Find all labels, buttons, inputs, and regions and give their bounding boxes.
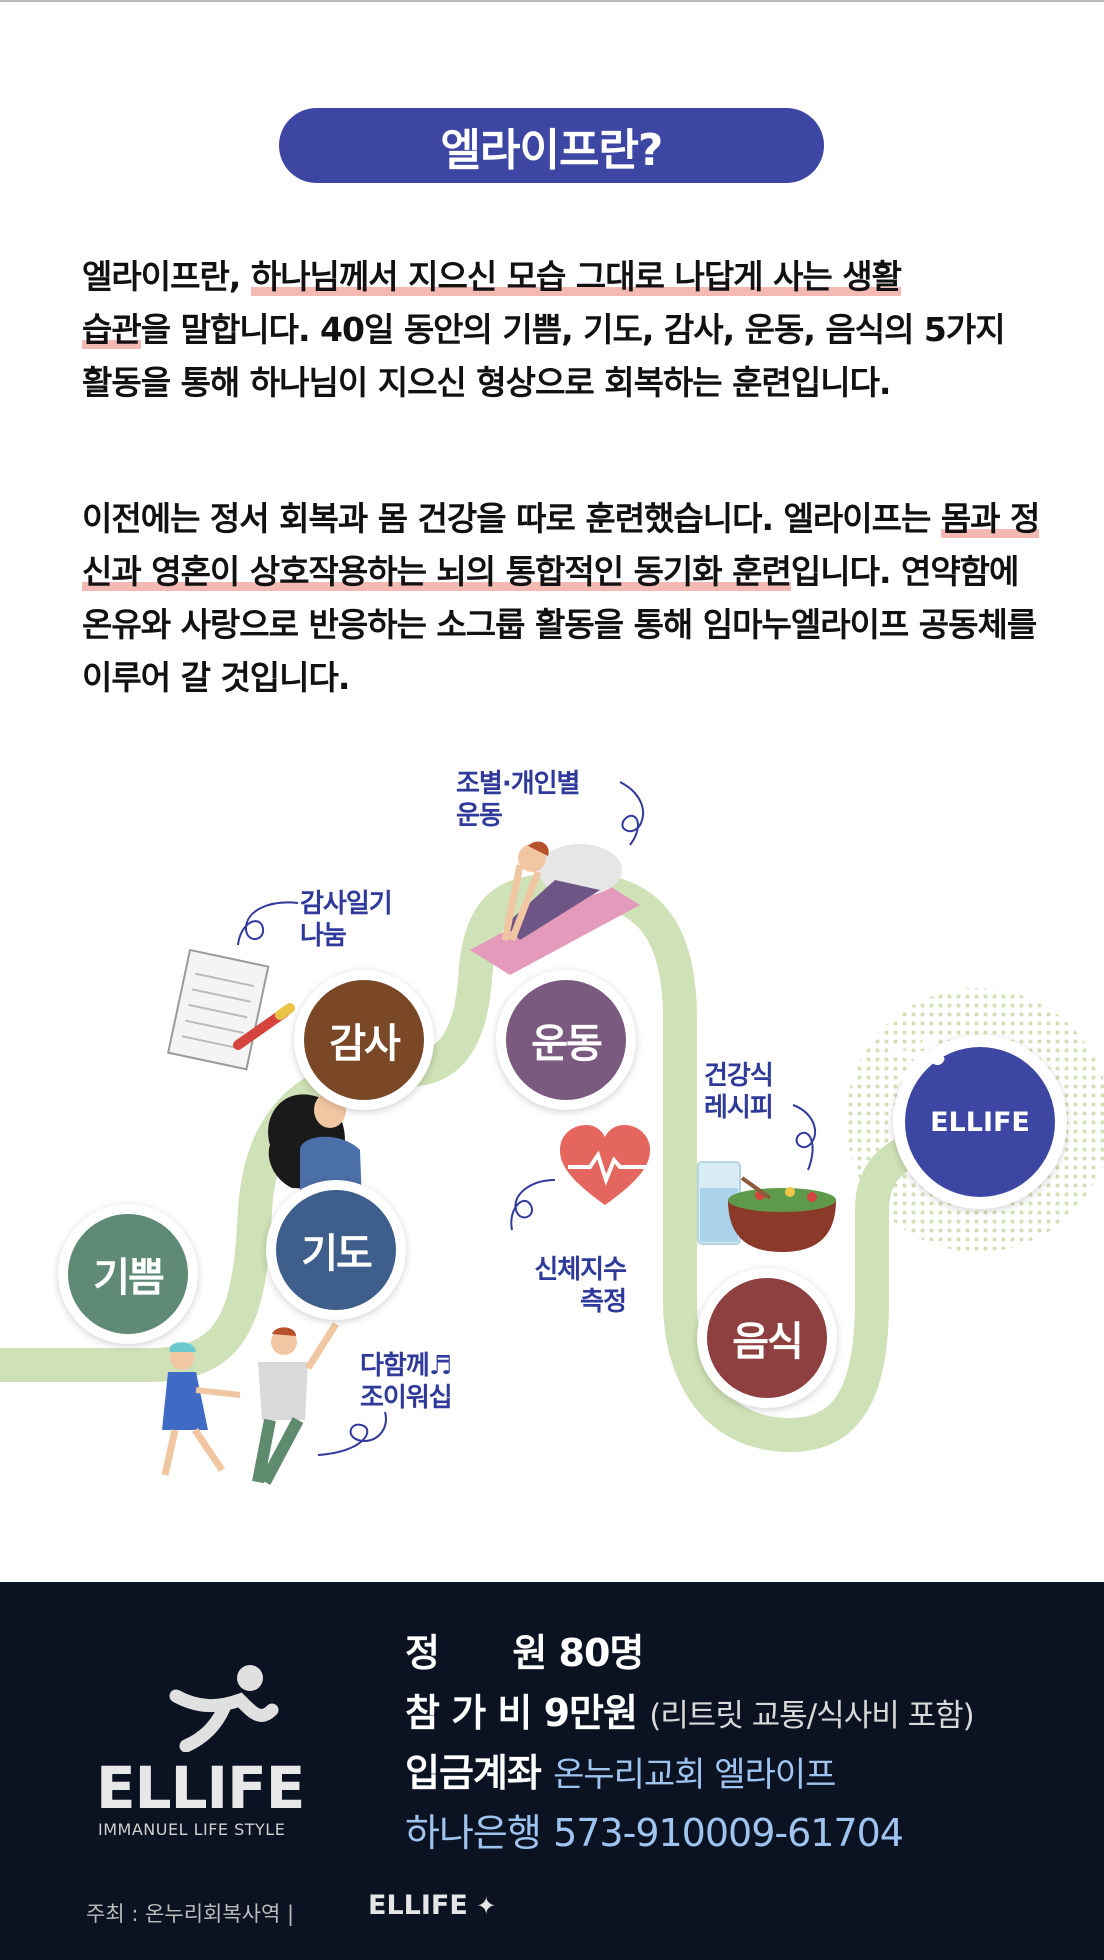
step-prayer: 기도: [266, 1180, 406, 1320]
arrow-icon: [510, 1179, 556, 1231]
host-logo-word: ELLIFE: [368, 1890, 468, 1921]
fee-note: (리트릿 교통/식사비 포함): [649, 1698, 975, 1734]
bank-name: 하나은행: [405, 1811, 542, 1855]
ellife-badge: ELLIFE: [893, 1035, 1067, 1209]
ellife-logo-tagline: IMMANUEL LIFE STYLE: [98, 1820, 286, 1839]
account-number: 573-910009-61704: [553, 1811, 904, 1855]
salad-bowl-icon: [728, 1176, 836, 1252]
arrow-icon: [237, 901, 299, 946]
annotation-line: 조별·개인별: [456, 769, 580, 799]
account-row: 입금계좌 온누리교회 엘라이프: [405, 1742, 836, 1797]
dancing-couple-icon: [161, 1322, 339, 1485]
annotation-line: 측정: [580, 1287, 627, 1317]
capacity-value: 80명: [558, 1631, 645, 1675]
intro-paragraph-2: 이전에는 정서 회복과 몸 건강을 따로 훈련했습니다. 엘라이프는 몸과 정신…: [82, 492, 1042, 704]
intro-text: 입니다. 연약함에 온유와 사랑으로 반응하는 소그룹 활동을 통해 임마누엘라…: [82, 552, 1037, 697]
step-joy-label: 기쁨: [68, 1214, 188, 1334]
runner-icon: ✦: [467, 1892, 497, 1920]
intro-highlight: 하나님께서 지으신 모습 그대로 나답게 사는 생활: [250, 257, 902, 296]
intro-text: 이전에는 정서 회복과 몸 건강을 따로 훈련했습니다. 엘라이프는: [82, 499, 941, 538]
info-footer: ELLIFE IMMANUEL LIFE STYLE 정 원 80명 참 가 비…: [0, 1582, 1104, 1960]
ellife-runner-icon: [893, 1036, 945, 1081]
step-food: 음식: [697, 1268, 837, 1408]
account-holder: 온누리교회 엘라이프: [553, 1755, 836, 1795]
pencil-icon: [233, 1003, 295, 1050]
intro-text: 을 말합니다. 40일 동안의 기쁨, 기도, 감사, 운동, 음식의 5가지 …: [82, 310, 1006, 402]
step-thanks: 감사: [294, 970, 434, 1110]
step-food-label: 음식: [707, 1278, 827, 1398]
ellife-logo-runner-icon: [169, 1665, 279, 1752]
annotation-line: 다함께♬: [360, 1351, 452, 1381]
fee-value: 9만원: [543, 1691, 638, 1735]
top-divider: [0, 0, 1104, 2]
notebook-icon: [166, 948, 270, 1071]
account-label: 입금계좌: [405, 1751, 542, 1795]
annotation-line: 신체지수: [534, 1255, 627, 1285]
bank-row: 하나은행 573-910009-61704: [405, 1802, 904, 1857]
arrow-icon: [619, 781, 645, 846]
annotation-recipe: 건강식 레시피: [704, 1060, 774, 1124]
ellife-badge-text: ELLIFE: [930, 1106, 1030, 1138]
annotation-diary: 감사일기 나눔: [300, 888, 393, 952]
fee-label: 참 가 비: [405, 1691, 532, 1735]
annotation-body-index: 신체지수 측정: [514, 1254, 627, 1318]
arrow-icon: [792, 1104, 817, 1171]
intro-text: 엘라이프란,: [82, 257, 251, 296]
annotation-line: 나눔: [300, 921, 347, 951]
step-thanks-label: 감사: [304, 980, 424, 1100]
step-joy: 기쁨: [58, 1204, 198, 1344]
capacity-label: 정 원: [405, 1631, 547, 1675]
annotation-line: 건강식: [704, 1061, 774, 1091]
annotation-line: 레시피: [704, 1093, 774, 1123]
activity-illustration: 기쁨 기도 감사 운동 음식 ELLIFE 다함께♬ 조이워십 감사일기 나눔 …: [0, 740, 1104, 1520]
annotation-joy-worship: 다함께♬ 조이워십: [360, 1350, 453, 1414]
host-credit: 주최 : 온누리회복사역 |: [86, 1902, 295, 1926]
arrow-icon: [317, 1411, 387, 1456]
host-logo: ELLIFE ✦: [368, 1890, 496, 1921]
annotation-line: 조이워십: [360, 1383, 453, 1413]
ellife-badge-inner: ELLIFE: [893, 1036, 1055, 1197]
step-prayer-label: 기도: [276, 1190, 396, 1310]
annotation-line: 감사일기: [300, 889, 393, 919]
fee-row: 참 가 비 9만원 (리트릿 교통/식사비 포함): [405, 1682, 975, 1737]
exercise-person-icon: [470, 841, 640, 975]
annotation-line: 운동: [456, 801, 503, 831]
page-title: 엘라이프란?: [279, 108, 824, 183]
step-exercise: 운동: [496, 970, 636, 1110]
annotation-exercise: 조별·개인별 운동: [456, 768, 580, 832]
ellife-logo-word: ELLIFE: [96, 1754, 305, 1822]
intro-highlight: 습관: [82, 310, 142, 349]
heart-icon: [560, 1125, 660, 1205]
step-exercise-label: 운동: [506, 980, 626, 1100]
capacity-row: 정 원 80명: [405, 1622, 645, 1677]
